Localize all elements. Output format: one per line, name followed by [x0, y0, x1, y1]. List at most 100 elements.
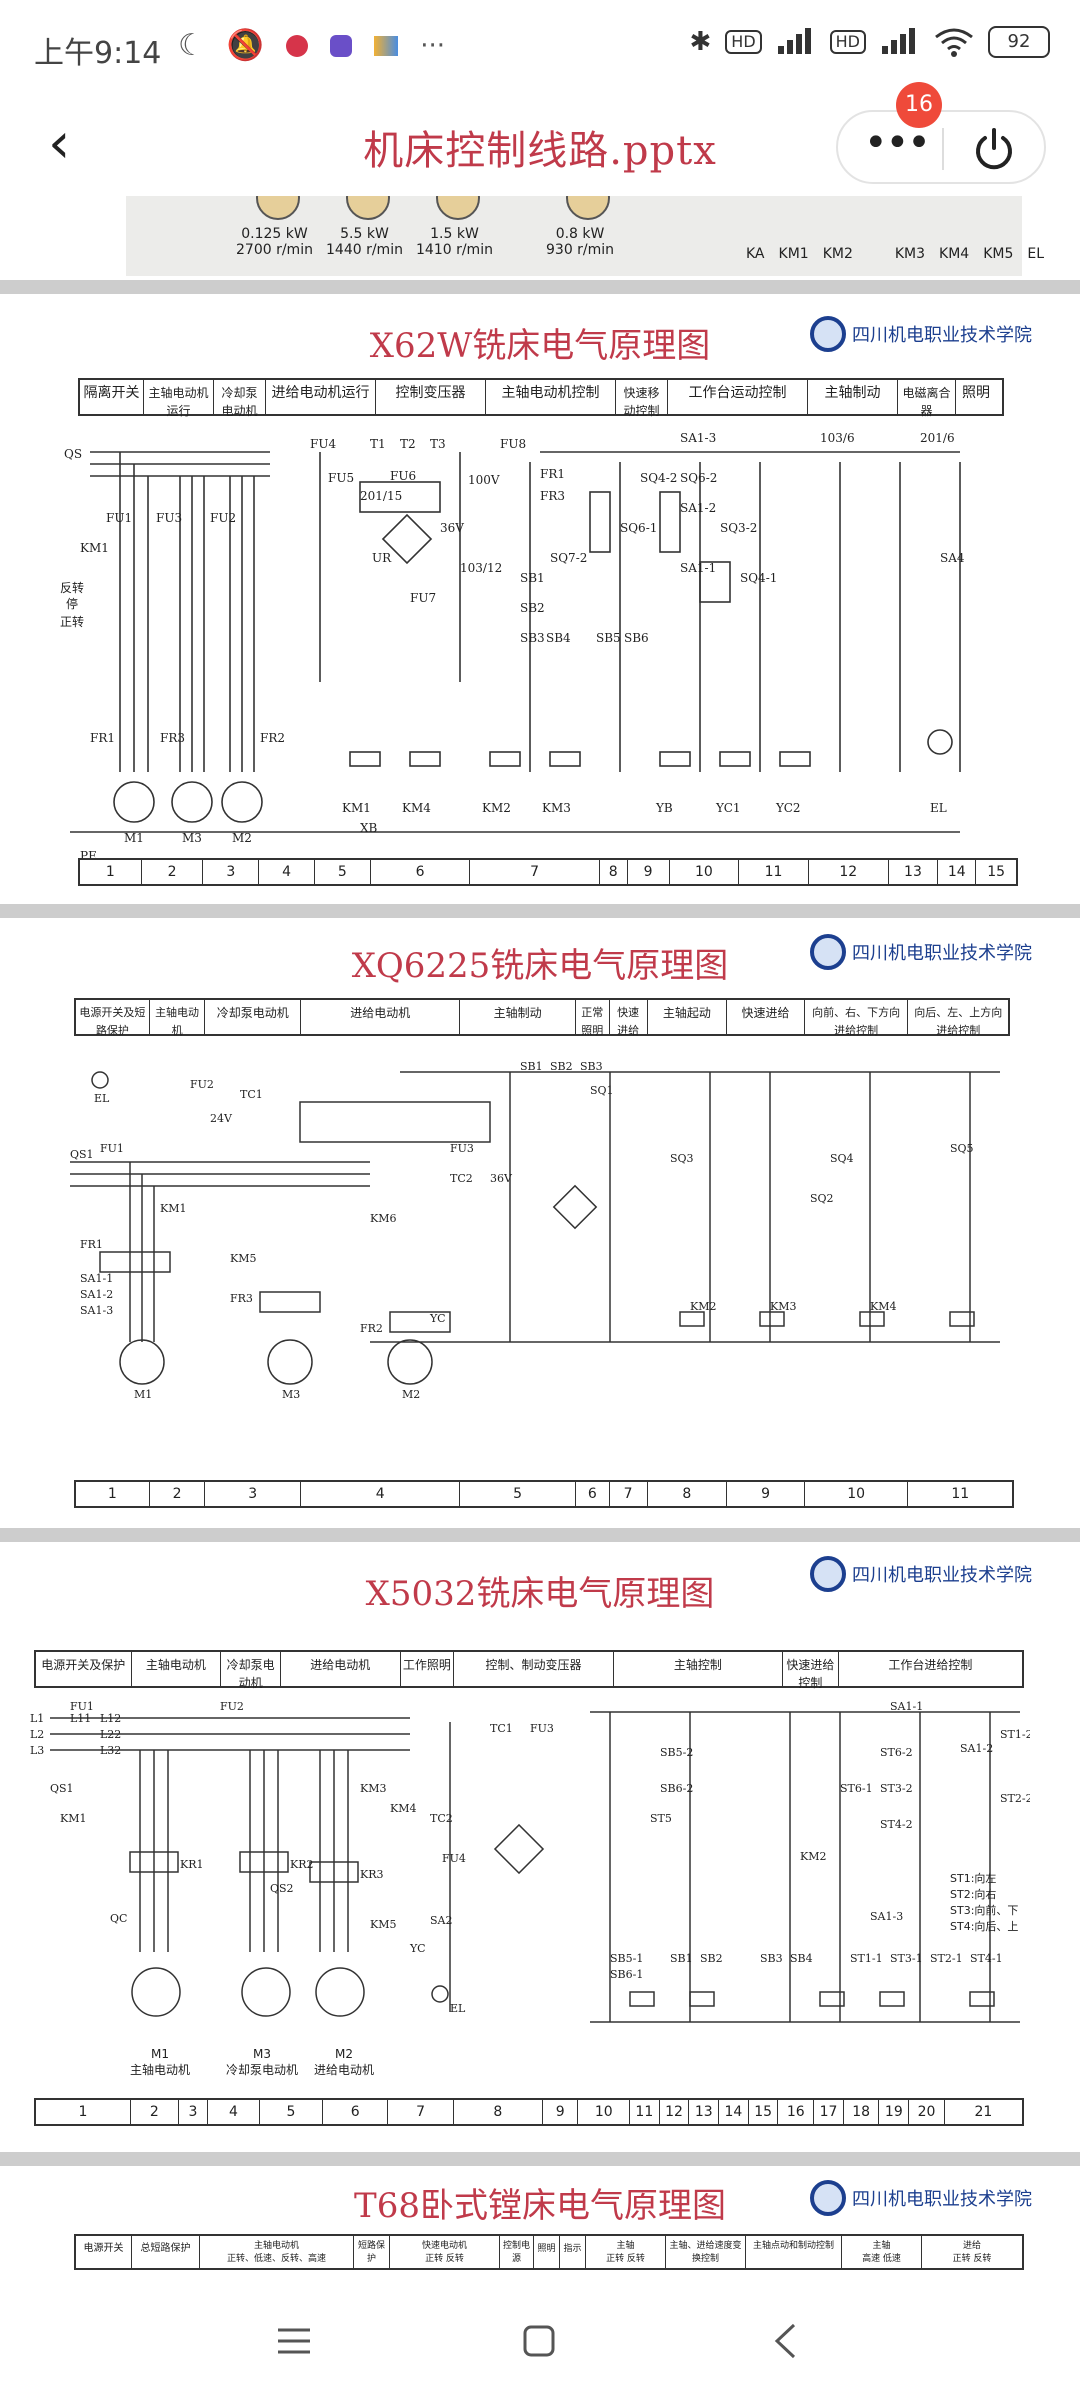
svg-text:FU8: FU8: [500, 437, 526, 451]
school-logo: 四川机电职业技术学院: [810, 934, 1032, 970]
menu-icon[interactable]: [276, 2326, 312, 2356]
status-right-icons: ✱ HD HD 92: [689, 26, 1050, 58]
svg-text:FR1: FR1: [540, 467, 565, 481]
svg-text:FU7: FU7: [410, 591, 436, 605]
svg-text:KR3: KR3: [360, 1868, 384, 1881]
slide-divider: [0, 904, 1080, 918]
svg-text:M2: M2: [232, 831, 252, 845]
footer-cell: 4: [259, 860, 315, 884]
motor-caption-m3: M3 冷却泵电动机: [226, 2047, 299, 2077]
svg-text:KM3: KM3: [770, 1300, 796, 1313]
footer-cell: 14: [719, 2100, 749, 2124]
svg-text:SQ6-2: SQ6-2: [680, 471, 717, 485]
school-name: 四川机电职业技术学院: [852, 943, 1032, 964]
footer-cell: 4: [301, 1482, 461, 1506]
svg-text:FU1: FU1: [70, 1700, 94, 1713]
svg-text:SQ6-1: SQ6-1: [620, 521, 657, 535]
legend-st4: ST4:向后、上: [950, 1919, 1018, 1933]
svg-text:FR2: FR2: [360, 1322, 383, 1335]
svg-text:反转: 反转: [60, 580, 84, 595]
wifi-icon: [935, 28, 973, 57]
svg-text:ST4-2: ST4-2: [880, 1818, 913, 1831]
footer-cell: 15: [987, 864, 1006, 880]
back-arrow-icon[interactable]: ‹: [48, 111, 71, 176]
slide-x5032[interactable]: X5032铣床电气原理图 四川机电职业技术学院 电源开关及保护 主轴电动机 冷却…: [0, 1542, 1080, 2152]
svg-text:FR3: FR3: [540, 489, 565, 503]
header-cell: 快速进给控制: [783, 1652, 839, 1690]
svg-text:SA1-1: SA1-1: [680, 561, 716, 575]
footer-cell: 1: [80, 860, 142, 884]
footer-cell: 2: [150, 1482, 206, 1506]
svg-text:M3: M3: [182, 831, 202, 845]
slide-title: X62W铣床电气原理图: [369, 326, 711, 366]
header-cell: 控制电源: [500, 2236, 534, 2268]
mini-program-capsule: •••: [836, 110, 1046, 184]
svg-text:SA1-1: SA1-1: [890, 1700, 923, 1713]
svg-text:L22: L22: [100, 1728, 121, 1741]
header-cell: 主轴、进给速度变换控制: [666, 2236, 746, 2268]
relay-label: KM2: [822, 246, 853, 262]
header-cell: 冷却泵电动机: [205, 1000, 302, 1034]
svg-text:FU3: FU3: [156, 511, 182, 525]
slide-0-partial: 0.125 kW 2700 r/min 5.5 kW 1440 r/min 1.…: [0, 196, 1080, 280]
header-cell: 工作台运动控制: [668, 380, 808, 414]
header-cell: 快速进给: [727, 1000, 805, 1034]
header-cell: 冷却泵电动机: [221, 1652, 282, 1690]
header-cell: 向后、左、上方向进给控制: [914, 1006, 1003, 1037]
svg-text:SB4: SB4: [790, 1952, 813, 1965]
school-name: 四川机电职业技术学院: [852, 1565, 1032, 1586]
svg-text:SQ4-2: SQ4-2: [640, 471, 677, 485]
footer-cell: 11: [951, 1486, 970, 1502]
svg-text:SQ7-2: SQ7-2: [550, 551, 587, 565]
school-emblem-icon: [810, 316, 846, 352]
svg-text:KM3: KM3: [360, 1782, 386, 1795]
slide-x62w[interactable]: X62W铣床电气原理图 四川机电职业技术学院 隔离开关 主轴电动机运行 冷却泵电…: [0, 294, 1080, 904]
header-cell: 隔离开关: [80, 380, 144, 414]
back-icon[interactable]: [772, 2322, 798, 2360]
slide-t68[interactable]: T68卧式镗床电气原理图 四川机电职业技术学院 电源开关 总短路保护 主轴电动机…: [0, 2166, 1080, 2286]
slide-xq6225[interactable]: XQ6225铣床电气原理图 四川机电职业技术学院 电源开关及短路保护 主轴电动机…: [0, 918, 1080, 1528]
header-cell: 主轴起动: [648, 1000, 728, 1034]
svg-text:L32: L32: [100, 1744, 121, 1757]
svg-text:正转: 正转: [60, 614, 84, 629]
footer-cell: 21: [974, 2104, 993, 2120]
svg-text:SB4: SB4: [546, 631, 571, 645]
close-power-icon[interactable]: [970, 126, 1018, 174]
svg-text:FU2: FU2: [220, 1700, 244, 1713]
svg-text:SB6: SB6: [624, 631, 649, 645]
header-cell: 快速进给: [610, 1000, 648, 1037]
svg-text:ST6-2: ST6-2: [880, 1746, 913, 1759]
svg-text:FR3: FR3: [160, 731, 185, 745]
header-cell: 快速移动控制: [616, 380, 668, 418]
footer-cell: 9: [727, 1482, 805, 1506]
motor-circle: [346, 196, 390, 220]
diagram-footer-row: 1 2 3 4 5 6 7 8 9 10 11 12 13 14 15 16 1…: [34, 2098, 1024, 2126]
svg-text:ST2-1: ST2-1: [930, 1952, 963, 1965]
svg-text:FR1: FR1: [90, 731, 115, 745]
footer-cell: 12: [809, 860, 889, 884]
footer-cell: 2: [142, 860, 204, 884]
header-cell: 控制、制动变压器: [454, 1652, 614, 1686]
svg-text:ST2-2: ST2-2: [1000, 1792, 1030, 1805]
header-cell: 主轴 正转 反转: [586, 2236, 666, 2268]
header-cell: 短路保护: [354, 2236, 390, 2268]
svg-text:FR2: FR2: [260, 731, 285, 745]
school-emblem-icon: [810, 2180, 846, 2216]
svg-text:FU2: FU2: [210, 511, 236, 525]
svg-text:SA1-3: SA1-3: [870, 1910, 903, 1923]
footer-cell: 14: [938, 860, 977, 884]
home-icon[interactable]: [522, 2324, 556, 2358]
diagram-footer-row: 1 2 3 4 5 6 7 8 9 10 11: [74, 1480, 1014, 1508]
svg-text:SB5: SB5: [596, 631, 621, 645]
footer-cell: 2: [131, 2100, 179, 2124]
footer-cell: 6: [576, 1482, 610, 1506]
footer-cell: 11: [630, 2100, 660, 2124]
header-cell: 主轴 高速 低速: [842, 2236, 922, 2268]
header-cell: 冷却泵电动机: [214, 380, 266, 418]
svg-text:SA1-2: SA1-2: [80, 1288, 113, 1301]
relay-label: KM4: [939, 246, 970, 262]
svg-text:T2: T2: [400, 437, 416, 451]
document-toolbar: ‹ 机床控制线路.pptx ••• 16: [0, 82, 1080, 196]
svg-text:KM2: KM2: [690, 1300, 716, 1313]
svg-text:SB5-1: SB5-1: [610, 1952, 643, 1965]
